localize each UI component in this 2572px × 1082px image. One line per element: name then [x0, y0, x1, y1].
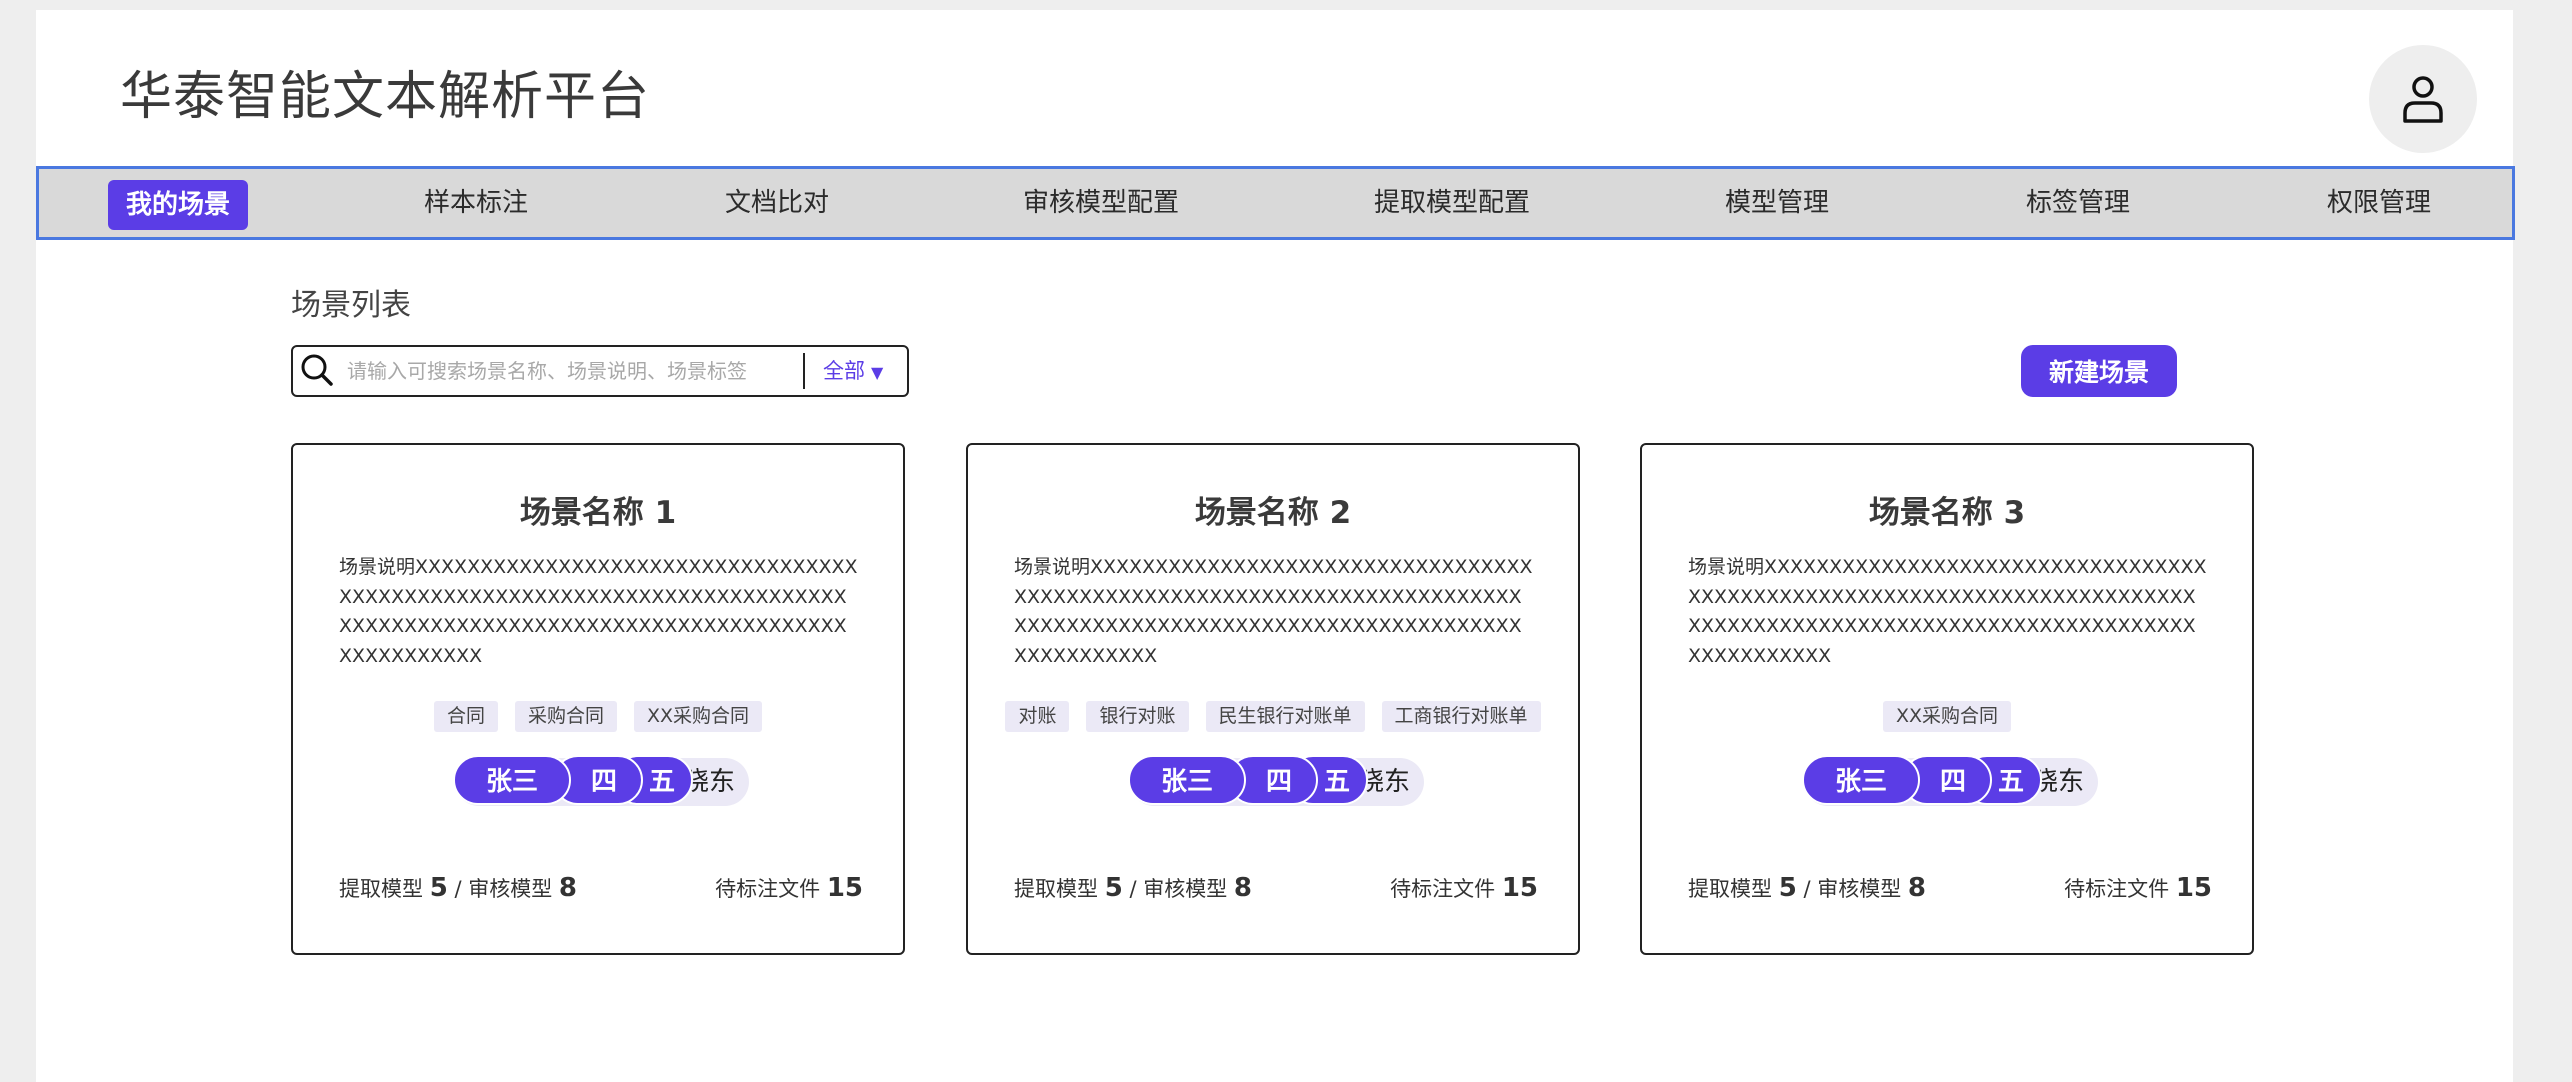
extract-model-count: 5: [429, 873, 448, 903]
scene-tag[interactable]: 民生银行对账单: [1205, 701, 1365, 732]
scene-stats: 提取模型 5 / 审核模型 8 待标注文件 15: [339, 873, 863, 903]
nav-item-permission-management[interactable]: 权限管理: [2326, 188, 2432, 218]
member-avatar[interactable]: 张三: [1128, 755, 1246, 805]
nav-item-extract-model-config[interactable]: 提取模型配置: [1373, 188, 1531, 218]
pending-files-label: 待标注文件: [715, 877, 821, 901]
scene-description: 场景说明XXXXXXXXXXXXXXXXXXXXXXXXXXXXXXXXXXXX…: [1688, 556, 2207, 667]
pending-files-count: 15: [2175, 873, 2212, 903]
extract-model-label: 提取模型: [1014, 877, 1098, 901]
app-title: 华泰智能文本解析平台: [120, 67, 651, 127]
section-title: 场景列表: [291, 288, 411, 323]
model-counts: 提取模型 5 / 审核模型 8: [339, 873, 577, 903]
stats-separator: /: [454, 877, 462, 901]
nav-item-model-management[interactable]: 模型管理: [1724, 188, 1830, 218]
scene-tag[interactable]: 工商银行对账单: [1381, 701, 1541, 732]
scope-filter-label: 全部: [823, 359, 865, 383]
scene-card[interactable]: 场景名称 2 场景说明XXXXXXXXXXXXXXXXXXXXXXXXXXXXX…: [966, 443, 1580, 955]
nav-item-my-scenes[interactable]: 我的场景: [108, 180, 249, 230]
search-input[interactable]: [345, 353, 789, 389]
model-counts: 提取模型 5 / 审核模型 8: [1014, 873, 1252, 903]
review-model-count: 8: [1233, 873, 1253, 903]
review-model-label: 审核模型: [1817, 877, 1902, 901]
scene-members: 张三 四 五 晓东: [453, 755, 753, 807]
scope-filter-dropdown[interactable]: 全部 ▼: [823, 347, 883, 395]
stats-separator: /: [1129, 877, 1137, 901]
search-divider: [803, 353, 805, 389]
avatar[interactable]: [2369, 45, 2477, 153]
scene-description: 场景说明XXXXXXXXXXXXXXXXXXXXXXXXXXXXXXXXXXXX…: [1014, 556, 1533, 667]
scene-tag[interactable]: 采购合同: [514, 701, 617, 732]
stats-separator: /: [1803, 877, 1811, 901]
nav-item-review-model-config[interactable]: 审核模型配置: [1022, 188, 1180, 218]
pending-files-label: 待标注文件: [1390, 877, 1496, 901]
review-model-count: 8: [558, 873, 578, 903]
member-avatar[interactable]: 张三: [1802, 755, 1920, 805]
scene-stats: 提取模型 5 / 审核模型 8 待标注文件 15: [1688, 873, 2212, 903]
pending-files-count: 15: [826, 873, 863, 903]
review-model-count: 8: [1907, 873, 1927, 903]
extract-model-label: 提取模型: [1688, 877, 1772, 901]
pending-files-count: 15: [1501, 873, 1538, 903]
scene-name: 场景名称 1: [519, 495, 677, 531]
new-scene-button[interactable]: 新建场景: [2021, 345, 2177, 397]
member-avatar[interactable]: 四: [1228, 755, 1318, 805]
user-icon: [2403, 76, 2443, 123]
pending-files-label: 待标注文件: [2064, 877, 2170, 901]
nav-item-sample-annotation[interactable]: 样本标注: [423, 188, 529, 218]
review-model-label: 审核模型: [1143, 877, 1228, 901]
model-counts: 提取模型 5 / 审核模型 8: [1688, 873, 1926, 903]
member-avatar[interactable]: 张三: [453, 755, 571, 805]
pending-files: 待标注文件 15: [715, 873, 863, 903]
review-model-label: 审核模型: [468, 877, 553, 901]
search-icon: [301, 354, 333, 386]
scene-members: 张三 四 五 晓东: [1128, 755, 1428, 807]
scene-name: 场景名称 2: [1194, 495, 1352, 531]
nav-item-tag-management[interactable]: 标签管理: [2025, 188, 2131, 218]
pending-files: 待标注文件 15: [1390, 873, 1538, 903]
scene-card[interactable]: 场景名称 1 场景说明XXXXXXXXXXXXXXXXXXXXXXXXXXXXX…: [291, 443, 905, 955]
scene-members: 张三 四 五 晓东: [1802, 755, 2102, 807]
scene-tag[interactable]: XX采购合同: [633, 701, 763, 732]
extract-model-count: 5: [1778, 873, 1797, 903]
scene-tag[interactable]: 合同: [433, 701, 498, 732]
pending-files: 待标注文件 15: [2064, 873, 2212, 903]
scene-tag[interactable]: XX采购合同: [1882, 701, 2012, 732]
extract-model-count: 5: [1104, 873, 1123, 903]
scene-name: 场景名称 3: [1868, 495, 2026, 531]
main-nav: 我的场景 样本标注 文档比对 审核模型配置 提取模型配置 模型管理 标签管理 权…: [36, 166, 2515, 240]
nav-item-document-compare[interactable]: 文档比对: [724, 188, 830, 218]
chevron-down-icon: ▼: [871, 363, 884, 382]
scene-tags: XX采购合同: [1642, 701, 2252, 732]
page: 华泰智能文本解析平台 我的场景 样本标注 文档比对 审核模型配置 提取模型配置 …: [36, 10, 2515, 1082]
search-bar: 全部 ▼: [291, 345, 909, 397]
scene-tags: 对账 银行对账 民生银行对账单 工商银行对账单: [968, 701, 1578, 732]
scene-description: 场景说明XXXXXXXXXXXXXXXXXXXXXXXXXXXXXXXXXXXX…: [339, 556, 858, 667]
scene-card[interactable]: 场景名称 3 场景说明XXXXXXXXXXXXXXXXXXXXXXXXXXXXX…: [1640, 443, 2254, 955]
extract-model-label: 提取模型: [339, 877, 423, 901]
scene-tags: 合同 采购合同 XX采购合同: [293, 701, 903, 732]
scene-tag[interactable]: 银行对账: [1086, 701, 1189, 732]
scene-tag[interactable]: 对账: [1005, 701, 1070, 732]
scene-stats: 提取模型 5 / 审核模型 8 待标注文件 15: [1014, 873, 1538, 903]
